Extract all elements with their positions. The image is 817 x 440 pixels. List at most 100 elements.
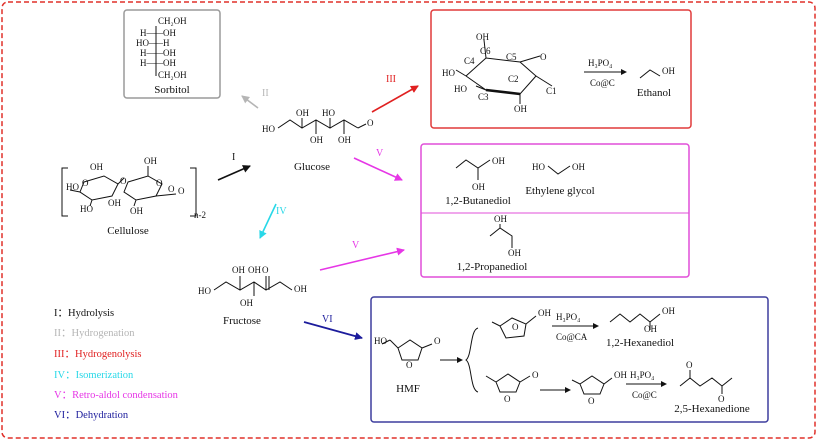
- fructose-atom: OH: [248, 265, 261, 275]
- hydrogenolysis-box: OH C6 C4 C5 O HO C2 C1 HO C3 OH H₃PO₄ Co…: [430, 9, 692, 129]
- thf-atom: OH: [538, 308, 551, 318]
- ring-atom: C6: [480, 46, 491, 56]
- dehydration-box: HO O O HMF O OH H₃PO₄ Co@CA OH OH 1,2-He…: [370, 296, 769, 423]
- fructose-label: Fructose: [223, 315, 261, 327]
- arrow-I-label: I: [232, 152, 235, 163]
- hexanediol-reagent-top: H₃PO₄: [556, 312, 580, 322]
- cellulose-repeat: n-2: [194, 210, 206, 220]
- arrow-V-bottom-label: V: [352, 240, 360, 251]
- hmf-atom: O: [406, 360, 413, 370]
- cellulose-atom: O: [178, 186, 185, 196]
- sorbitol-atom: HO—: [136, 38, 159, 48]
- glucose-atom: O: [367, 118, 374, 128]
- ring-atom: C3: [478, 92, 489, 102]
- furanmethanol-atom: OH: [614, 370, 627, 380]
- ethylene-glycol-atom: HO: [532, 162, 545, 172]
- arrow-V-bottom: V: [319, 240, 405, 271]
- ethylene-glycol-label: Ethylene glycol: [525, 185, 594, 197]
- sorbitol-atom: —H: [153, 38, 170, 48]
- cellulose-atom: HO: [80, 204, 93, 214]
- cellulose-atom: HO: [66, 182, 79, 192]
- methylfurfural-atom: O: [504, 394, 511, 404]
- arrow-II: II: [241, 88, 269, 109]
- arrow-IV-label: IV: [276, 206, 287, 217]
- legend-hydrolysis: I：Hydrolysis: [54, 308, 114, 319]
- arrow-V-top-label: V: [376, 148, 384, 159]
- hexanediol-atom: OH: [662, 306, 675, 316]
- sorbitol-atom: CH₂OH: [158, 16, 187, 26]
- thf-atom: O: [512, 322, 519, 332]
- cellulose-label: Cellulose: [107, 225, 149, 237]
- legend-isomerization: IV：Isomerization: [54, 370, 134, 381]
- cellulose-atom: OH: [108, 198, 121, 208]
- propanediol-label: 1,2-Propanediol: [457, 261, 528, 273]
- ring-atom: OH: [514, 104, 527, 114]
- cellulose-atom: O: [156, 178, 163, 188]
- hexanedione-atom: O: [718, 394, 725, 404]
- glucose-label: Glucose: [294, 161, 330, 173]
- sorbitol-structure: CH₂OH H— —OH HO— —H H— —OH H— —OH CH₂OH …: [123, 9, 221, 99]
- furanmethanol-atom: O: [588, 396, 595, 406]
- ring-atom: HO: [454, 84, 467, 94]
- hexanediol-atom: OH: [644, 324, 657, 334]
- ethylene-glycol-atom: OH: [572, 162, 585, 172]
- ethanol-atom: OH: [662, 66, 675, 76]
- cellulose-atom: OH: [90, 162, 103, 172]
- ring-atom: OH: [476, 32, 489, 42]
- arrow-III: III: [371, 74, 419, 113]
- hexanediol-reagent-bottom: Co@CA: [556, 332, 588, 342]
- arrow-IV: IV: [259, 203, 287, 239]
- ring-atom: C2: [508, 74, 519, 84]
- legend-dehydration: VI：Dehydration: [54, 410, 129, 421]
- fructose-atom: OH: [232, 265, 245, 275]
- cellulose-atom: O: [82, 178, 89, 188]
- sorbitol-atom: H—: [140, 58, 156, 68]
- cellulose-atom: O: [120, 176, 127, 186]
- methylfurfural-atom: O: [532, 370, 539, 380]
- butanediol-label: 1,2-Butanediol: [445, 195, 511, 207]
- hmf-atom: HO: [374, 336, 387, 346]
- glucose-atom: OH: [296, 108, 309, 118]
- retro-aldol-box: OH OH 1,2-Butanediol HO OH Ethylene glyc…: [420, 143, 690, 278]
- cellulose-atom: OH: [130, 206, 143, 216]
- sorbitol-atom: H—: [140, 28, 156, 38]
- fructose-atom: O: [262, 265, 269, 275]
- sorbitol-atom: CH₂OH: [158, 70, 187, 80]
- arrow-V-top: V: [353, 148, 403, 181]
- ethanol-reagent-top: H₃PO₄: [588, 58, 612, 68]
- ring-atom: O: [540, 52, 547, 62]
- propanediol-atom: OH: [494, 214, 507, 224]
- arrow-I: I: [217, 152, 251, 181]
- arrow-VI: VI: [303, 314, 363, 340]
- arrow-II-label: II: [262, 88, 269, 99]
- glucose-atom: OH: [338, 135, 351, 145]
- glucose-atom: OH: [310, 135, 323, 145]
- hmf-atom: O: [434, 336, 441, 346]
- hexanedione-label: 2,5-Hexanedione: [674, 403, 750, 415]
- cellulose-atom: OH: [144, 156, 157, 166]
- fructose-structure: OH OH O HO OH OH Fructose: [198, 265, 307, 327]
- butanediol-atom: OH: [472, 182, 485, 192]
- glucose-structure: HO OH OH HO OH O Glucose: [262, 108, 374, 173]
- ethanol-reagent-bottom: Co@C: [590, 78, 615, 88]
- arrow-VI-label: VI: [322, 314, 333, 325]
- legend-retro-aldol: V：Retro-aldol condensation: [54, 390, 179, 401]
- ring-atom: C4: [464, 56, 475, 66]
- sorbitol-box: [123, 9, 221, 99]
- hexanedione-reagent-bottom: Co@C: [632, 390, 657, 400]
- sorbitol-atom: —OH: [153, 48, 176, 58]
- ring-atom: C1: [546, 86, 557, 96]
- sorbitol-atom: —OH: [153, 28, 176, 38]
- legend: I：Hydrolysis II：Hydrogenation III：Hydrog…: [54, 308, 179, 421]
- ring-atom: HO: [442, 68, 455, 78]
- cellulose-structure: OH HO O O HO OH O OH O OH O n-2 Cellulos…: [61, 156, 206, 237]
- hexanediol-label: 1,2-Hexanediol: [606, 337, 674, 349]
- legend-hydrogenolysis: III：Hydrogenolysis: [54, 349, 142, 360]
- sorbitol-atom: H—: [140, 48, 156, 58]
- fructose-atom: OH: [240, 298, 253, 308]
- sorbitol-atom: —OH: [153, 58, 176, 68]
- arrow-III-label: III: [386, 74, 396, 85]
- hmf-label: HMF: [396, 383, 420, 395]
